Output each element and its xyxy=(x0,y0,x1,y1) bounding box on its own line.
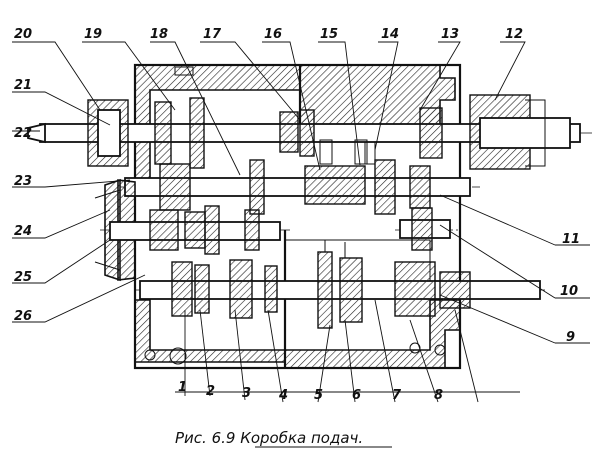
callout-18: 18 xyxy=(150,27,168,42)
callout-17: 17 xyxy=(203,27,222,42)
callout-26: 26 xyxy=(14,309,32,324)
callout-20: 20 xyxy=(14,27,32,42)
figure-caption: Рис. 6.9 Коробка подач. xyxy=(175,429,363,447)
callout-24: 24 xyxy=(14,224,32,239)
upper-shaft xyxy=(27,94,595,170)
callout-9: 9 xyxy=(566,330,575,345)
callout-10: 10 xyxy=(560,284,578,299)
leader-lines xyxy=(12,41,590,403)
callout-25: 25 xyxy=(14,270,32,285)
callout-14: 14 xyxy=(381,27,399,42)
callout-3: 3 xyxy=(242,386,251,401)
pulley-assembly xyxy=(94,178,290,282)
callout-2: 2 xyxy=(206,384,215,399)
callout-13: 13 xyxy=(441,27,459,42)
callout-11: 11 xyxy=(562,232,580,247)
callout-23: 23 xyxy=(14,174,32,189)
callout-15: 15 xyxy=(320,27,338,42)
callout-1: 1 xyxy=(178,380,187,395)
callout-5: 5 xyxy=(314,388,323,403)
callout-22: 22 xyxy=(14,126,32,141)
callout-labels: 1 2 3 4 5 6 7 8 9 10 11 12 13 14 15 16 1… xyxy=(14,27,580,403)
callout-4: 4 xyxy=(278,388,288,403)
lower-shaft xyxy=(135,240,545,329)
callout-16: 16 xyxy=(264,27,282,42)
callout-19: 19 xyxy=(84,27,102,42)
right-shaft xyxy=(395,207,460,251)
callout-8: 8 xyxy=(434,388,443,403)
callout-12: 12 xyxy=(505,27,523,42)
callout-6: 6 xyxy=(352,388,361,403)
middle-shaft xyxy=(120,139,480,215)
callout-7: 7 xyxy=(392,388,402,403)
callout-21: 21 xyxy=(14,78,32,93)
